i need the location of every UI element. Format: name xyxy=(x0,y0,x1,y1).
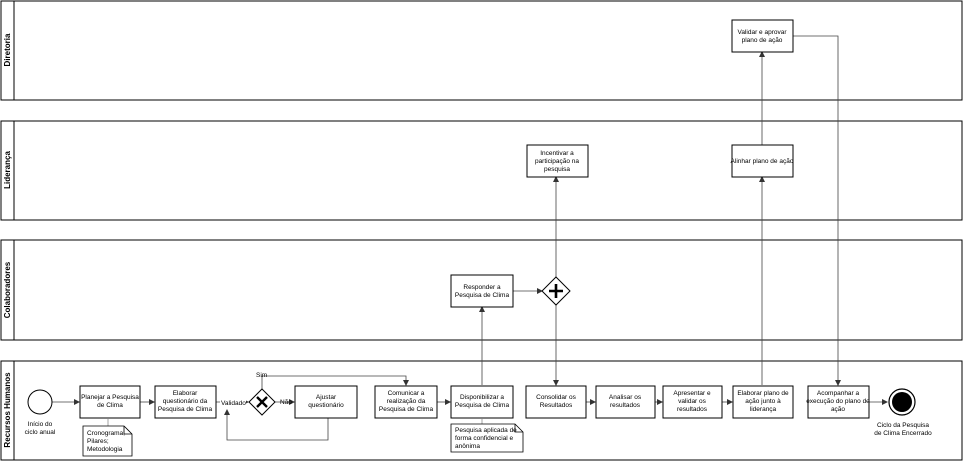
task-label: ação junto à xyxy=(745,398,781,405)
start-event[interactable]: Início do ciclo anual xyxy=(25,389,56,436)
task-label: Validar e aprovar xyxy=(737,29,787,36)
task-label: Planejar a Pesquisa xyxy=(81,394,139,401)
task-label: Pesquisa de Clima xyxy=(379,406,434,413)
annotation-text: Pesquisa aplicada de xyxy=(455,427,517,434)
end-event-label-line2: de Clima Encerrado xyxy=(874,430,932,437)
annotation-text: Pilares; xyxy=(87,438,109,445)
task-disponibilizar-pesquisa[interactable]: Disponibilizar a Pesquisa de Clima xyxy=(450,385,514,419)
task-incentivar-participacao[interactable]: Incentivar a participação na pesquisa xyxy=(526,144,589,178)
task-label: Pesquisa de Clima xyxy=(158,406,213,413)
end-event[interactable]: Ciclo da Pesquisa de Clima Encerrado xyxy=(874,388,932,437)
task-label: validar os xyxy=(678,398,707,405)
task-comunicar-realizacao[interactable]: Comunicar a realização da Pesquisa de Cl… xyxy=(374,385,438,419)
task-label: Ajustar xyxy=(316,394,337,401)
lane-lideranca: Liderança xyxy=(0,120,963,221)
flow-label-sim: Sim xyxy=(256,372,267,379)
task-label: Pesquisa de Clima xyxy=(455,402,510,409)
task-label: pesquisa xyxy=(544,166,570,173)
sequence-flows xyxy=(52,35,888,441)
annotation-cronograma: Cronograma; Pilares; Metodologia xyxy=(82,425,133,457)
task-label: execução do plano de xyxy=(806,398,870,405)
lane-title-lideranca: Liderança xyxy=(3,151,12,189)
annotation-text: forma confidencial e xyxy=(455,435,514,442)
lane-title-recursos-humanos: Recursos Humanos xyxy=(3,372,12,448)
parallel-gateway[interactable] xyxy=(541,276,571,306)
annotation-text: Metodologia xyxy=(87,446,123,453)
task-label: Pesquisa de Clima xyxy=(455,292,510,299)
flow-label-nao: Não xyxy=(280,399,292,406)
lane-title-colaboradores: Colaboradores xyxy=(3,261,12,318)
task-label: questionário xyxy=(308,402,344,409)
annotation-associations xyxy=(107,419,483,426)
task-label: de Clima xyxy=(97,402,123,409)
task-label: Apresentar e xyxy=(673,390,711,397)
task-label: resultados xyxy=(610,402,641,409)
task-alinhar-plano[interactable]: Alinhar plano de ação xyxy=(731,144,794,178)
task-label: Responder a xyxy=(463,284,501,291)
task-label: Incentivar a xyxy=(540,150,574,157)
task-label: realização da xyxy=(387,398,426,405)
task-elaborar-questionario[interactable]: Elaborar questionário da Pesquisa de Cli… xyxy=(154,385,217,419)
task-ajustar-questionario[interactable]: Ajustar questionário xyxy=(294,385,358,419)
flow-ajustar-loop xyxy=(224,409,329,441)
task-acompanhar-execucao[interactable]: Acompanhar a execução do plano de ação xyxy=(806,385,870,419)
lane-diretoria: Diretoria xyxy=(0,0,963,101)
task-label: Resultados xyxy=(540,402,573,409)
task-label: Consolidar os xyxy=(536,394,576,401)
flow-label-validado: Validado xyxy=(221,400,246,407)
flow-validar-acompanhar xyxy=(793,35,841,386)
task-responder-pesquisa[interactable]: Responder a Pesquisa de Clima xyxy=(450,274,514,308)
start-event-label-line1: Início do xyxy=(28,421,53,428)
lane-title-diretoria: Diretoria xyxy=(3,33,12,66)
annotation-text: anônima xyxy=(455,443,480,450)
task-label: Elaborar plano de xyxy=(737,390,789,397)
annotation-pesquisa-aplicada: Pesquisa aplicada de forma confidencial … xyxy=(450,423,524,453)
task-planejar-pesquisa[interactable]: Planejar a Pesquisa de Clima xyxy=(79,385,141,419)
task-apresentar-validar[interactable]: Apresentar e validar os resultados xyxy=(662,385,723,419)
task-elaborar-plano-acao[interactable]: Elaborar plano de ação junto à liderança xyxy=(732,385,794,419)
task-label: liderança xyxy=(750,406,777,413)
task-label: Elaborar xyxy=(173,390,198,397)
end-event-label-line1: Ciclo da Pesquisa xyxy=(877,422,929,429)
task-label: resultados xyxy=(677,406,708,413)
x-icon xyxy=(256,396,268,408)
start-event-label-line2: ciclo anual xyxy=(25,429,56,436)
exclusive-gateway[interactable] xyxy=(248,388,276,416)
task-label: ação xyxy=(831,406,845,413)
task-consolidar-resultados[interactable]: Consolidar os Resultados xyxy=(525,385,587,419)
annotation-text: Cronograma; xyxy=(87,430,125,437)
task-label: Alinhar plano de ação xyxy=(731,158,794,165)
plus-icon xyxy=(549,284,563,298)
flow-gateway-sim xyxy=(261,375,409,389)
task-label: plano de ação xyxy=(742,37,783,44)
task-label: questionário da xyxy=(163,398,208,405)
task-label: Comunicar a xyxy=(388,390,425,397)
task-validar-aprovar-plano[interactable]: Validar e aprovar plano de ação xyxy=(731,19,794,53)
task-analisar-resultados[interactable]: Analisar os resultados xyxy=(595,385,656,419)
task-label: Disponibilizar a xyxy=(460,394,504,401)
task-label: Analisar os xyxy=(609,394,642,401)
task-label: Acompanhar a xyxy=(817,390,860,397)
task-label: participação na xyxy=(535,158,579,165)
